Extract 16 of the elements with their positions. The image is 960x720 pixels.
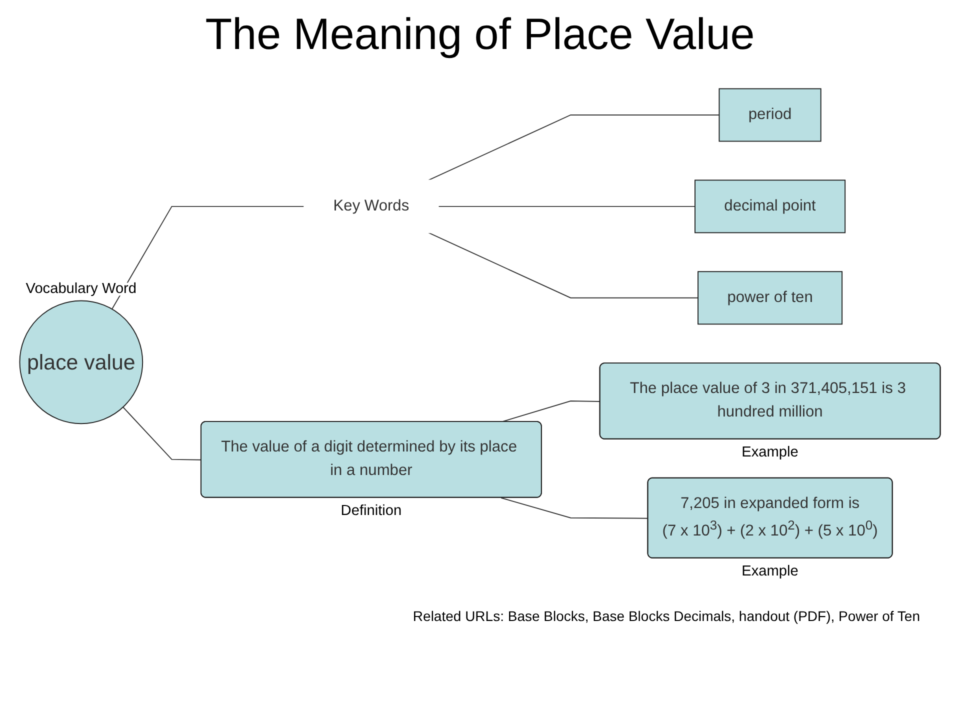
connector <box>500 497 649 519</box>
node-box: period <box>718 88 822 142</box>
node-caption: Definition <box>340 502 402 519</box>
node-circle: place value <box>19 300 144 424</box>
note: Related URLs: Base Blocks, Base Blocks Decimals, handout (PDF), Power of Ten <box>412 608 920 624</box>
connector <box>438 206 696 207</box>
node-caption: Example <box>742 444 798 460</box>
node-box: power of ten <box>698 271 843 325</box>
connector <box>428 232 698 298</box>
node-caption: Example <box>742 563 798 580</box>
node-box: decimal point <box>694 180 846 234</box>
connector <box>428 114 720 181</box>
title: The Meaning of Place Value <box>204 10 756 60</box>
node-text: Key Words <box>333 198 410 214</box>
connector <box>112 206 305 310</box>
connector <box>122 406 202 460</box>
